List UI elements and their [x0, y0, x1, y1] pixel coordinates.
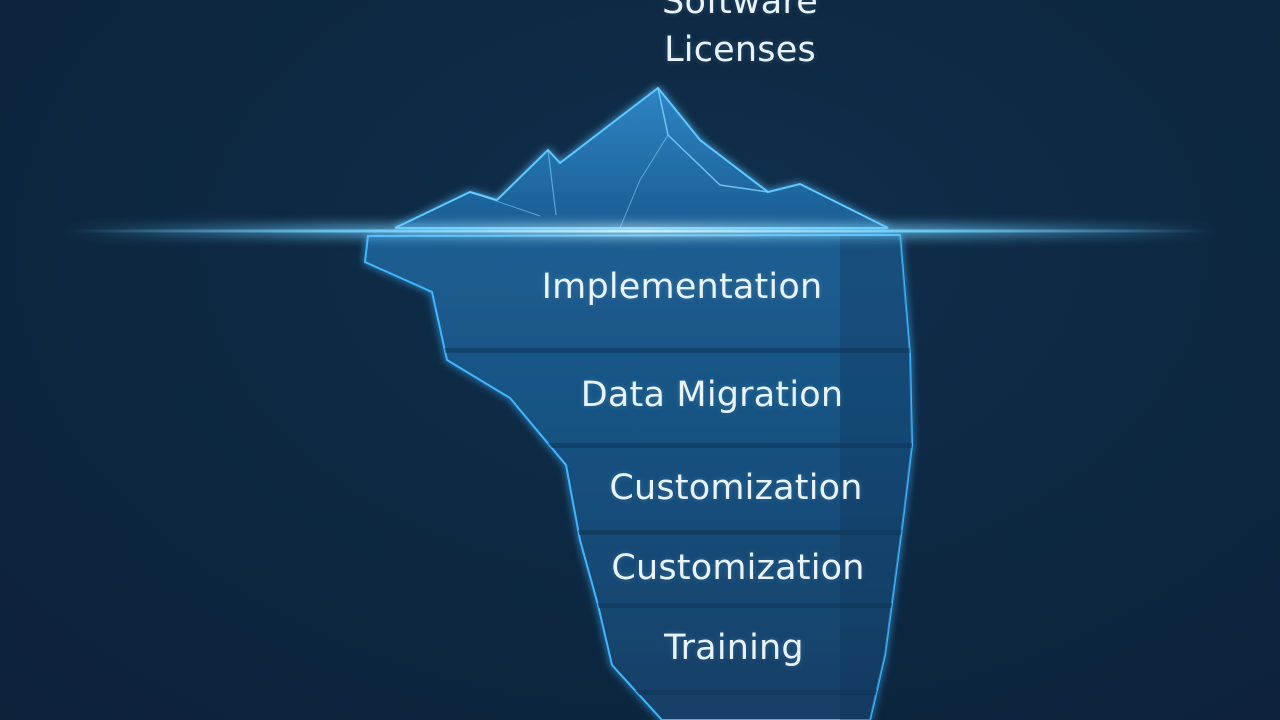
- tip-label-line-1: Software: [662, 0, 818, 22]
- layer-label-customization-1: Customization: [609, 468, 863, 508]
- layer-label-training: Training: [664, 628, 804, 668]
- iceberg-underwater: [363, 233, 914, 720]
- layer-label-customization-2: Customization: [611, 548, 865, 588]
- tip-label: Software Licenses: [580, 0, 900, 74]
- waterline: [60, 226, 1220, 236]
- iceberg-tip: [394, 86, 889, 229]
- tip-label-line-2: Licenses: [664, 30, 816, 70]
- layer-bands: [365, 236, 912, 720]
- layer-label-implementation: Implementation: [541, 267, 823, 307]
- layer-label-data-migration: Data Migration: [580, 375, 844, 415]
